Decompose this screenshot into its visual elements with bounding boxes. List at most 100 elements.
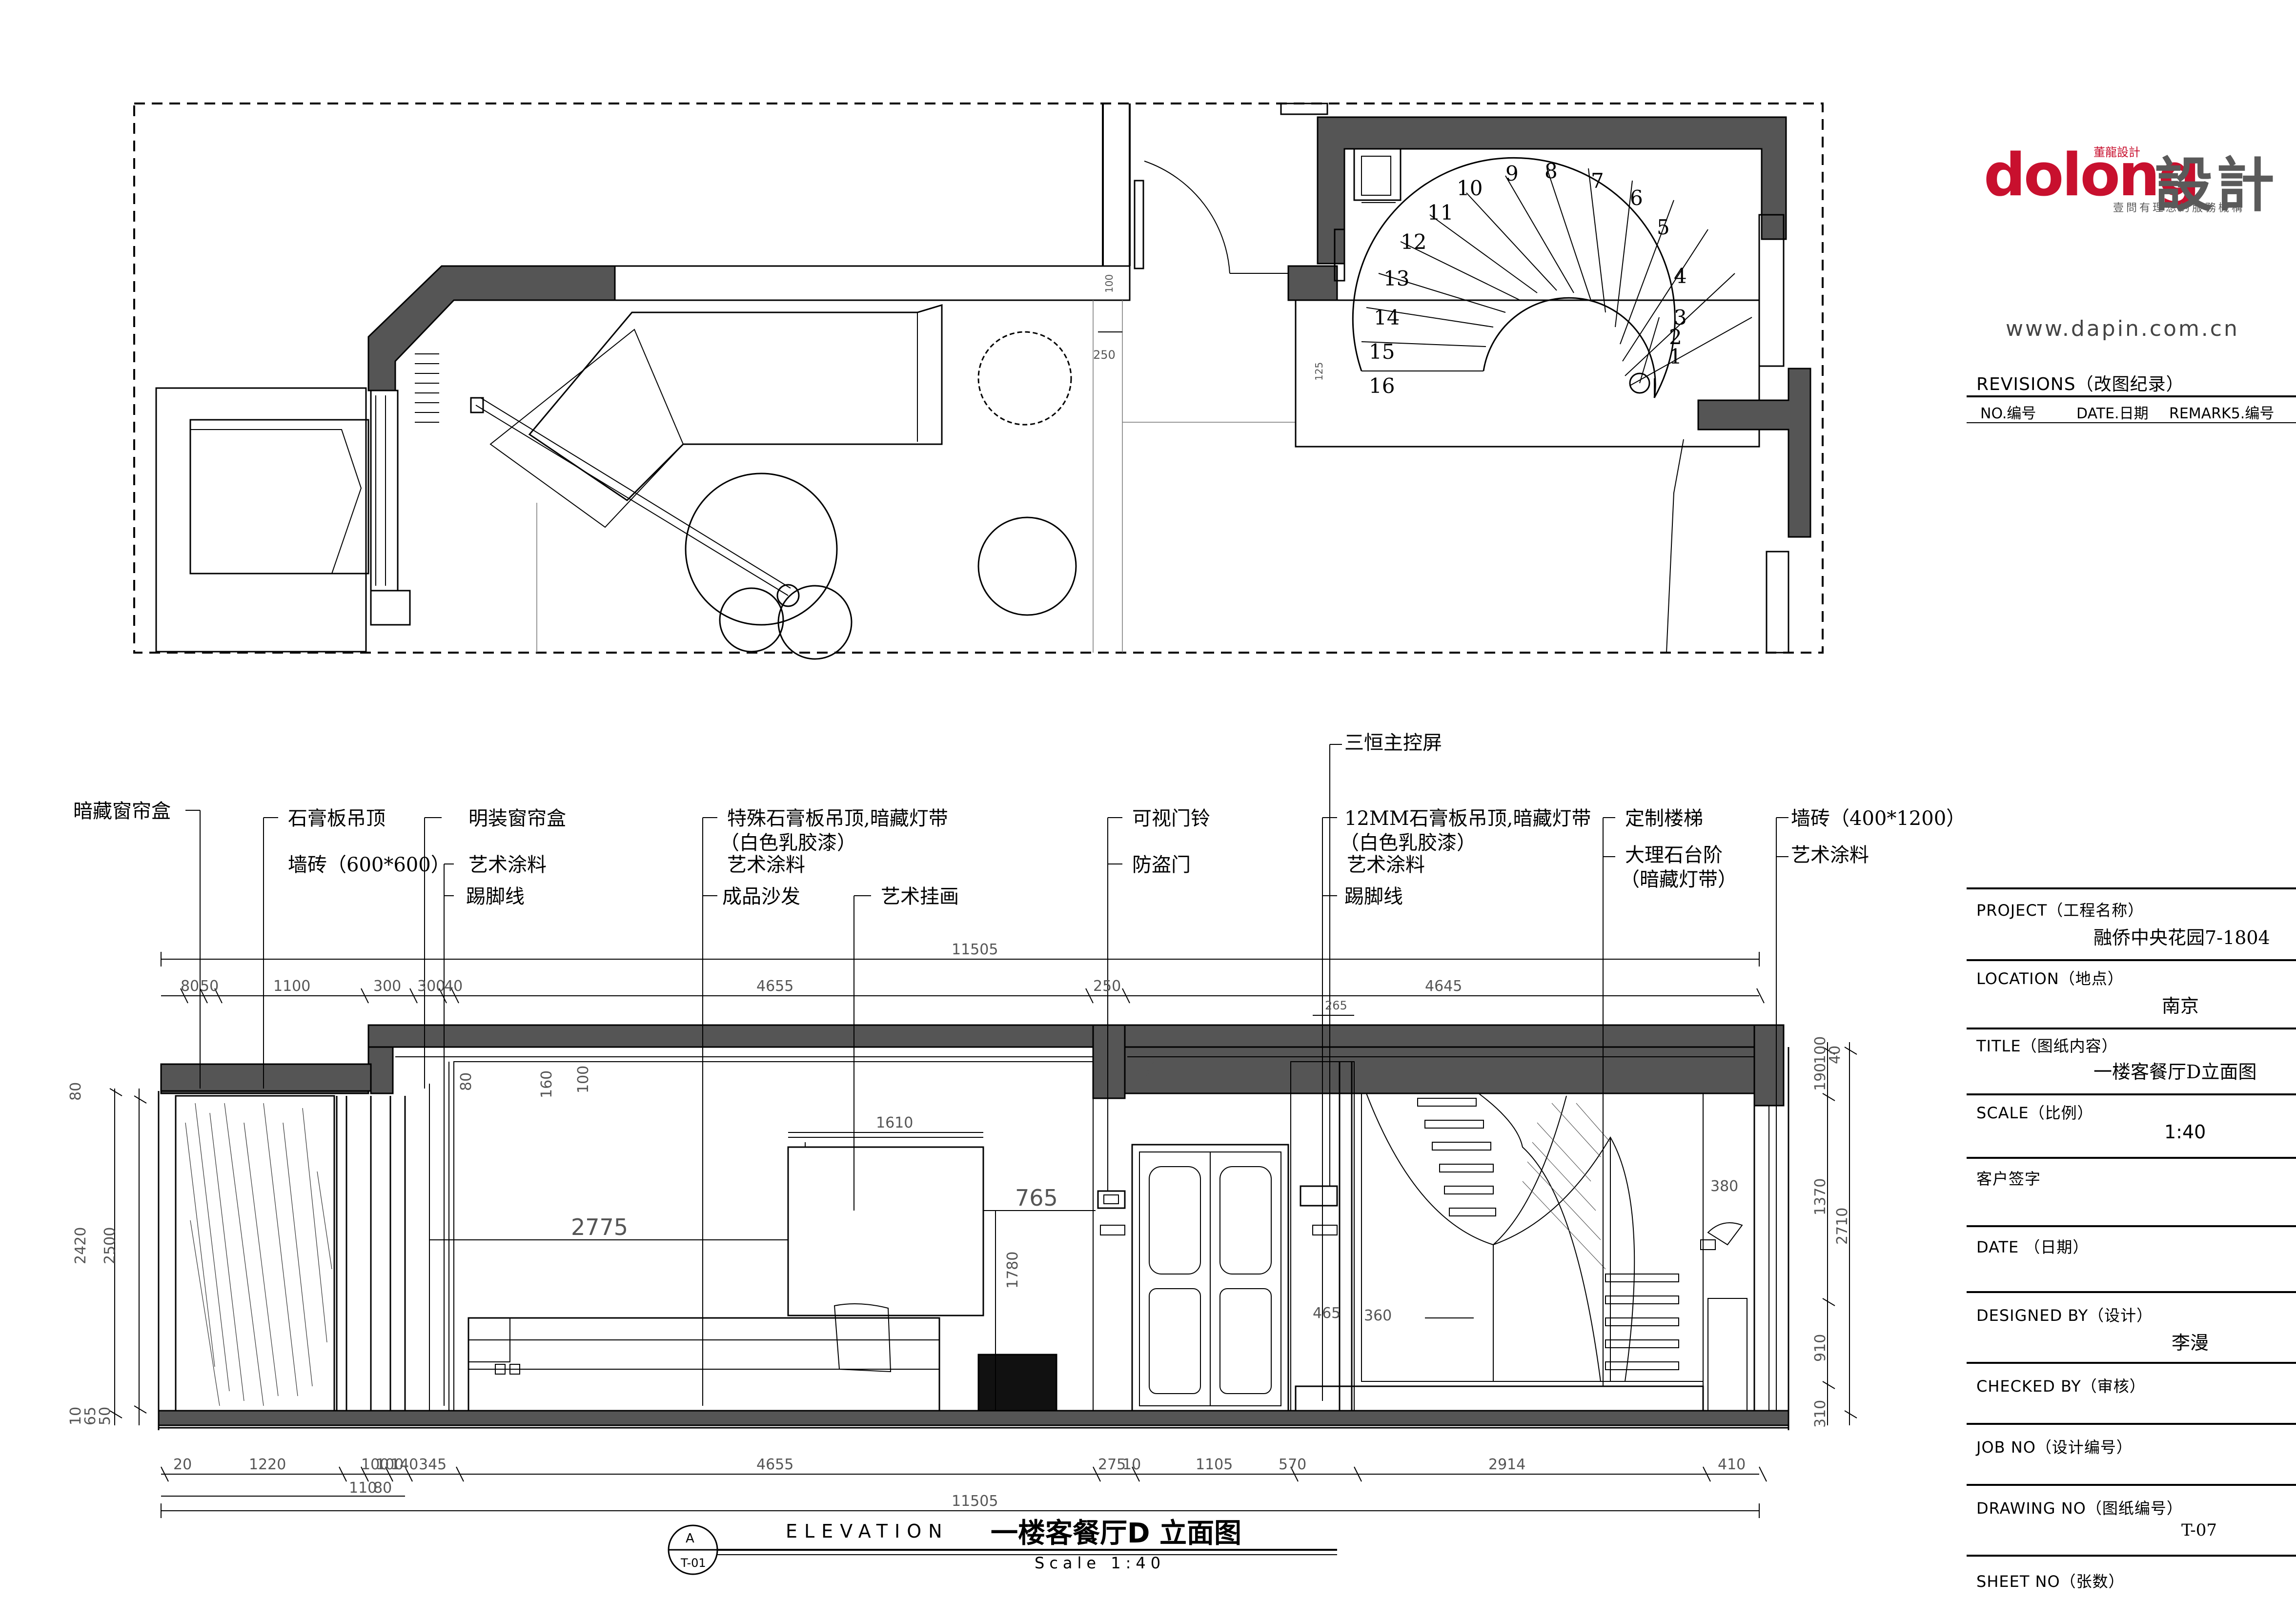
section-marker	[668, 1524, 1337, 1575]
dim-label: 10	[67, 1407, 84, 1425]
dim-label: 1370	[1812, 1178, 1829, 1215]
annotation-text: 防盗门	[1132, 854, 1191, 876]
dim-label: 275	[1098, 1456, 1126, 1473]
dim-label: 4655	[756, 1456, 793, 1473]
dim-label: 100	[361, 1456, 389, 1473]
dim-label: 160	[538, 1070, 555, 1098]
designed-label: DESIGNED BY（设计）	[1976, 1306, 2153, 1325]
logo-small: 董龍設計	[2093, 145, 2140, 159]
stair-number: 15	[1369, 340, 1395, 364]
dim-label: 1100	[273, 978, 310, 995]
dim-label: 250	[1093, 978, 1121, 995]
stair-number: 9	[1505, 162, 1519, 185]
stair-number: 7	[1591, 169, 1604, 193]
dim-label: 40	[444, 978, 463, 995]
elevation-scale: Scale 1:40	[1035, 1554, 1165, 1572]
annotation-text: （白色乳胶漆）	[720, 832, 856, 854]
job-number-label: JOB NO（设计编号）	[1976, 1438, 2133, 1457]
annotation-text: 墙砖（400*1200）	[1791, 807, 1966, 830]
stair-number-labels: 1 2 3 4 5 6 7 8 9 10 11 12 13 14 15 16	[1369, 159, 1687, 398]
dim-label: 2710	[1834, 1208, 1851, 1245]
dim-label: 80	[67, 1082, 84, 1101]
dim-label: 80	[373, 1480, 392, 1497]
dim-label: 125	[1313, 362, 1325, 381]
annotation-text: 踢脚线	[1344, 885, 1403, 908]
dim-label: 1610	[876, 1114, 913, 1131]
dim-label: 765	[1015, 1185, 1058, 1211]
title-block: dolong 董龍設計 設計 壹問有理想的服務機構 www.dapin.com.…	[1967, 0, 2296, 1624]
dim-label: 1780	[1004, 1252, 1021, 1289]
stair-number: 6	[1630, 186, 1643, 210]
dim-label: 100	[575, 1066, 592, 1093]
logo-cjk: 設計	[2154, 152, 2277, 220]
dim-top-total: 11505	[952, 941, 998, 958]
client-signature-label: 客户签字	[1976, 1170, 2041, 1188]
stair-number: 12	[1401, 230, 1426, 254]
logo-latin: dolong	[1984, 142, 2200, 209]
dim-label: 110	[349, 1480, 377, 1497]
drawing-caption: A T-01 ELEVATION 一楼客餐厅D 立面图 Scale 1:40	[680, 1518, 1241, 1572]
annotation-text: 特殊石膏板吊顶,暗藏灯带	[727, 807, 948, 830]
dimension-ticks	[109, 952, 1857, 1518]
annotation-text: 墙砖（600*600）	[288, 854, 450, 876]
dim-label: 4655	[756, 978, 793, 995]
dim-label: 360	[1364, 1307, 1392, 1324]
dim-label: 100	[1812, 1036, 1829, 1064]
stair-number: 3	[1674, 306, 1687, 329]
annotation-text: （白色乳胶漆）	[1340, 832, 1476, 854]
sheet-number-label: SHEET NO（张数）	[1976, 1572, 2125, 1591]
annotation-text: 定制楼梯	[1625, 807, 1703, 830]
website-text: www.dapin.com.cn	[2006, 316, 2239, 341]
dim-label: 50	[97, 1407, 114, 1425]
leader-lines	[185, 744, 1788, 1406]
project-value: 融侨中央花园7-1804	[2093, 927, 2270, 948]
annotation-text: 暗藏窗帘盒	[73, 800, 171, 822]
dim-label: 310	[1812, 1400, 1829, 1428]
company-logo: dolong 董龍設計 設計 壹問有理想的服務機構	[1984, 142, 2291, 220]
dim-label: 2775	[571, 1214, 628, 1240]
dim-label: 570	[1279, 1456, 1306, 1473]
dim-label: 20	[173, 1456, 192, 1473]
dim-label: 100	[1103, 274, 1115, 293]
scale-value: 1:40	[2164, 1121, 2206, 1143]
elevation-label: ELEVATION	[786, 1521, 949, 1542]
dim-label: 2420	[72, 1227, 89, 1264]
dim-label: 250	[1093, 348, 1116, 362]
stair-number: 13	[1383, 267, 1409, 290]
annotation-text: 艺术涂料	[727, 854, 805, 876]
dim-label: 300	[417, 978, 445, 995]
dim-label: 300	[373, 978, 401, 995]
project-label: PROJECT（工程名称）	[1976, 901, 2144, 920]
stair-number: 4	[1674, 264, 1687, 288]
dim-label: 80	[458, 1072, 475, 1091]
drawing-canvas: 1 2 3 4 5 6 7 8 9 10 11 12 13 14 15 16 暗…	[67, 103, 1966, 1575]
revisions-col-remark: REMARK5.编号	[2169, 405, 2275, 422]
location-value: 南京	[2162, 995, 2199, 1017]
dim-label: 2500	[102, 1227, 119, 1264]
annotation-text: 三恒主控屏	[1344, 732, 1442, 754]
dimension-lines	[114, 331, 1850, 1511]
annotation-text: 艺术挂画	[881, 885, 959, 908]
floor-plan	[133, 103, 1824, 660]
stair-number: 11	[1427, 201, 1453, 225]
annotation-text: 可视门铃	[1132, 807, 1210, 830]
elevation-view	[158, 1024, 1789, 1430]
dim-label: 80	[181, 978, 199, 995]
stair-number: 8	[1544, 159, 1558, 183]
dim-label: 65	[82, 1407, 99, 1425]
stair-number: 14	[1374, 306, 1400, 329]
annotation-text: 踢脚线	[466, 885, 525, 908]
checked-label: CHECKED BY（审核）	[1976, 1377, 2146, 1396]
dim-label: 380	[1710, 1178, 1738, 1195]
dim-label: 410	[1718, 1456, 1746, 1473]
dim-label: 265	[1325, 999, 1347, 1012]
dim-label: 1105	[1196, 1456, 1233, 1473]
dim-label: 50	[200, 978, 219, 995]
stair-number: 16	[1369, 374, 1395, 398]
dim-label: 465	[1313, 1305, 1341, 1322]
scale-label: SCALE（比例）	[1976, 1104, 2093, 1122]
annotation-text: 艺术涂料	[1791, 844, 1869, 866]
dim-label: 10	[1122, 1456, 1141, 1473]
dim-label: 190	[1812, 1063, 1829, 1091]
dim-label: 345	[419, 1456, 447, 1473]
